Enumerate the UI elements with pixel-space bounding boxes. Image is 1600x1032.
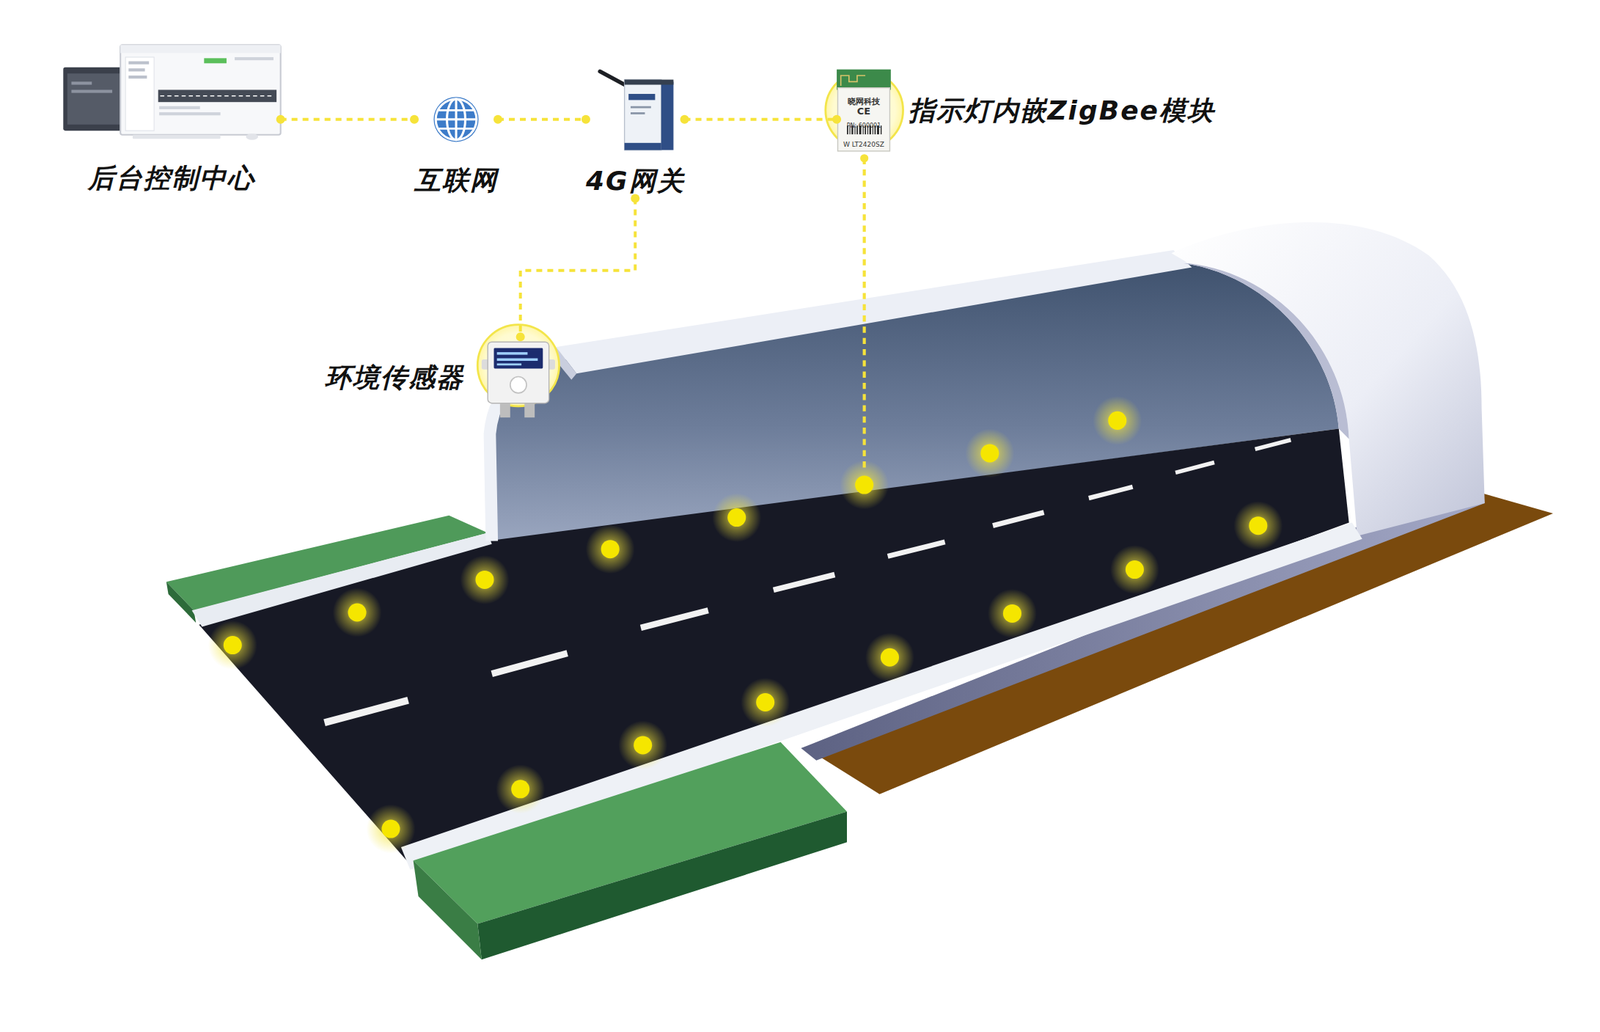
device-label: 4G网关 <box>585 164 685 197</box>
zigbee-module-icon <box>825 69 904 152</box>
device-node: 环境传感器 <box>324 336 556 418</box>
green-strip-side <box>477 810 847 960</box>
monitor-icon <box>63 44 281 140</box>
green-strip-side <box>166 581 196 623</box>
sticker-text-holder: 晓网科技 <box>834 93 894 108</box>
device-node: 指示灯内嵌ZigBee模块 <box>836 69 1216 152</box>
dashed-connector <box>520 198 636 338</box>
globe-icon <box>433 96 479 142</box>
device-node: 互联网 <box>414 96 498 196</box>
connector-dot <box>516 332 526 341</box>
roof-cut-edge <box>555 250 1192 374</box>
lane-dashes <box>324 439 1292 723</box>
tunnel-arch <box>1171 222 1485 537</box>
connector-dot <box>832 115 842 124</box>
dashed-connector <box>497 118 586 121</box>
leader-line <box>863 158 866 472</box>
device-label: 指示灯内嵌ZigBee模块 <box>908 94 1216 127</box>
device-label: 环境传感器 <box>324 361 465 394</box>
icon-slot <box>63 41 281 138</box>
icon-slot <box>433 96 479 142</box>
sticker-text-holder: PN: 600001 <box>834 117 894 131</box>
connector-dot <box>409 115 419 124</box>
dashed-connector <box>684 118 838 121</box>
device-node: 4G网关 <box>585 69 685 198</box>
arch-inner <box>1183 263 1349 439</box>
leader-dot <box>860 153 869 163</box>
sticker-text-holder: CE <box>834 104 894 118</box>
dashed-connector <box>280 118 415 121</box>
module-sticker-text: CE <box>857 105 871 117</box>
device-label: 互联网 <box>414 164 498 196</box>
icon-slot <box>484 336 556 418</box>
near-curb <box>401 522 1363 870</box>
connector-dot <box>680 115 690 124</box>
road-lamps <box>208 395 1283 853</box>
module-sticker-text: PN: 600001 <box>846 122 882 130</box>
green-strip-end <box>413 860 482 960</box>
environment-sensor-icon <box>477 324 559 418</box>
connector-dot <box>493 115 503 124</box>
device-node: 后台控制中心 <box>63 41 281 195</box>
module-sticker-text: 晓网科技 <box>847 96 880 107</box>
sticker-text-holder: W LT2420SZ <box>834 136 894 150</box>
connector-dot <box>581 115 591 124</box>
device-label: 后台控制中心 <box>87 162 256 194</box>
module-sticker-text: W LT2420SZ <box>843 140 885 149</box>
connector-dot <box>276 115 286 124</box>
icon-slot <box>596 69 674 152</box>
gateway-icon <box>599 71 674 150</box>
